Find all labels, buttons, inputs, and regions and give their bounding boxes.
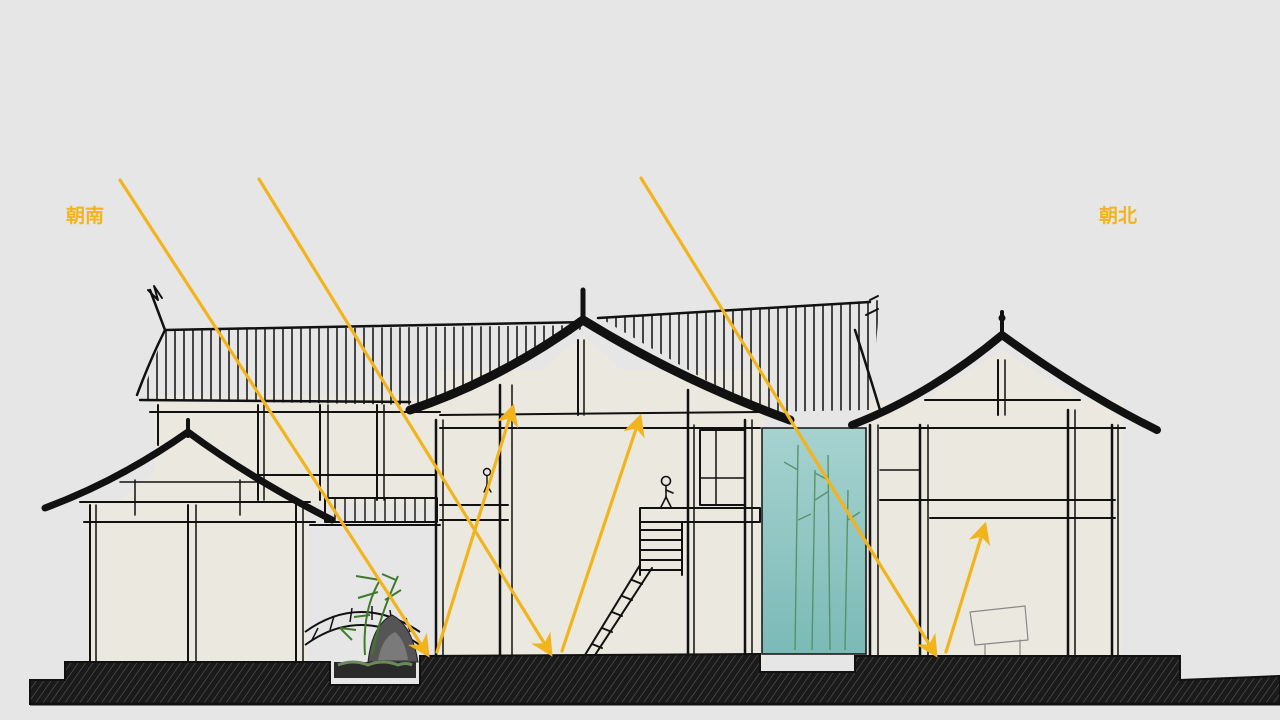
glass-courtyard [761,427,867,655]
sun-ray-arrow-icon [639,176,938,658]
bamboo-plant-icon [339,573,402,656]
sun-ray-arrow-icon [560,413,645,653]
ground-foundation [29,652,1280,706]
orientation-label-south: 朝南 [66,205,105,227]
person-figure-icon [660,475,674,508]
wall-fills [88,335,1123,662]
bamboo-plant-icon [783,444,861,651]
sun-ray-arrow-icon [944,521,991,654]
garden-courtyard [304,573,421,678]
orientation-label-north: 朝北 [1099,205,1138,227]
sun-rays [118,176,991,658]
sun-ray-arrow-icon [257,177,553,657]
right-pavilion [848,310,1161,664]
central-hall [405,287,882,664]
sun-ray-arrow-icon [118,178,430,658]
left-pavilion [41,418,336,663]
